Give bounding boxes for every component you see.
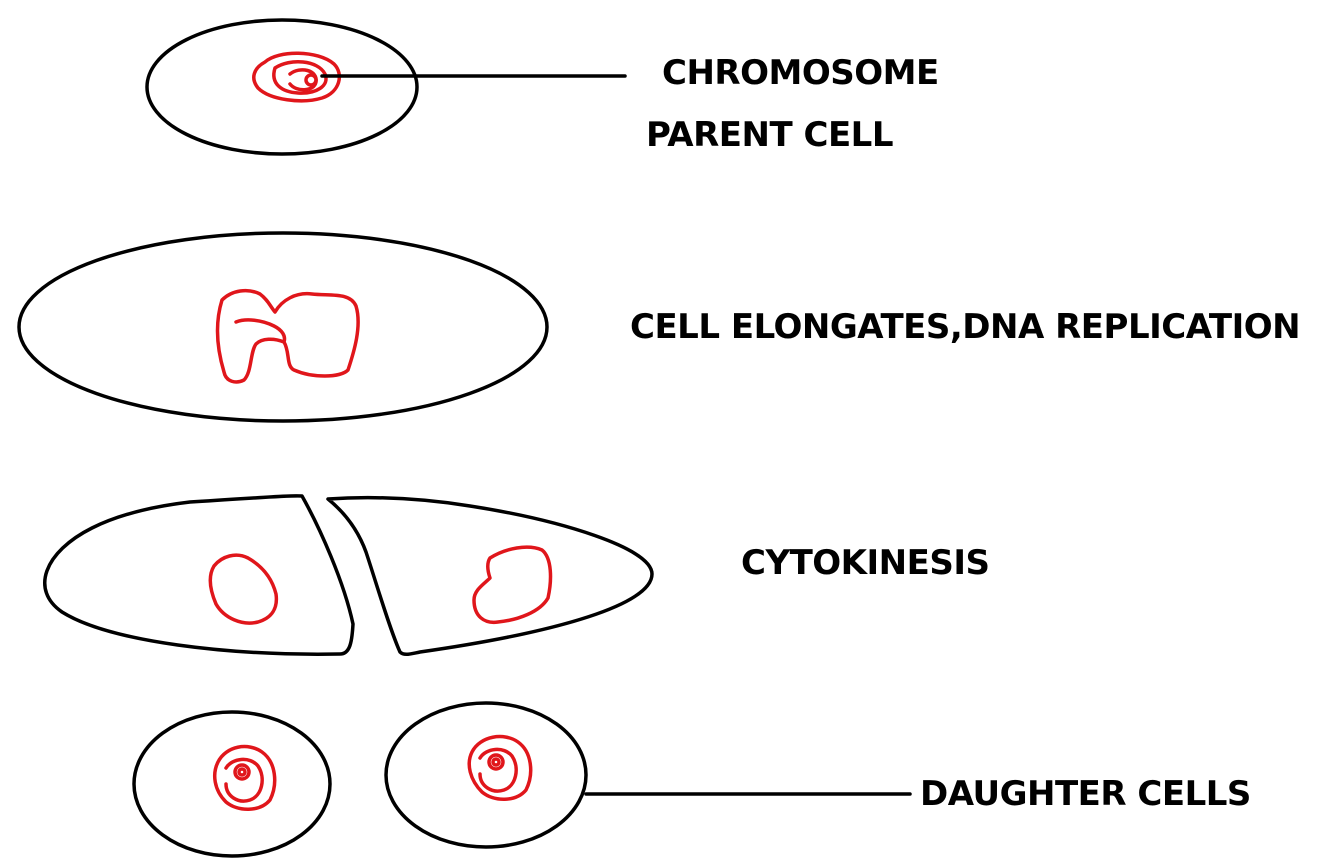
elongation-label: CELL ELONGATES,DNA REPLICATION [630, 307, 1301, 347]
parent-cell-stage [145, 18, 627, 156]
cytokinesis-label: CYTOKINESIS [741, 543, 990, 583]
daughter-cell-left-chromosome [212, 744, 277, 811]
chromosome-label: CHROMOSOME [662, 53, 939, 93]
daughter-cell-right-chromosome [467, 734, 533, 801]
left-daughter-chromosome [208, 553, 279, 625]
daughter-cell-left-outline [132, 710, 332, 858]
elongation-stage [17, 231, 549, 423]
daughter-cell-right-outline [384, 701, 588, 849]
parent-cell-chromosome [252, 51, 342, 103]
elongated-cell-outline [17, 231, 549, 423]
right-daughter-chromosome [472, 545, 553, 625]
cytokinesis-stage [43, 494, 654, 657]
daughter-cells-label: DAUGHTER CELLS [920, 774, 1251, 814]
replicating-chromosome [215, 288, 360, 384]
parent-cell-outline [145, 18, 419, 156]
parent-cell-label: PARENT CELL [646, 115, 894, 155]
left-daughter-outline [43, 494, 355, 656]
right-daughter-outline [326, 495, 654, 657]
daughter-cells-stage [132, 701, 912, 858]
